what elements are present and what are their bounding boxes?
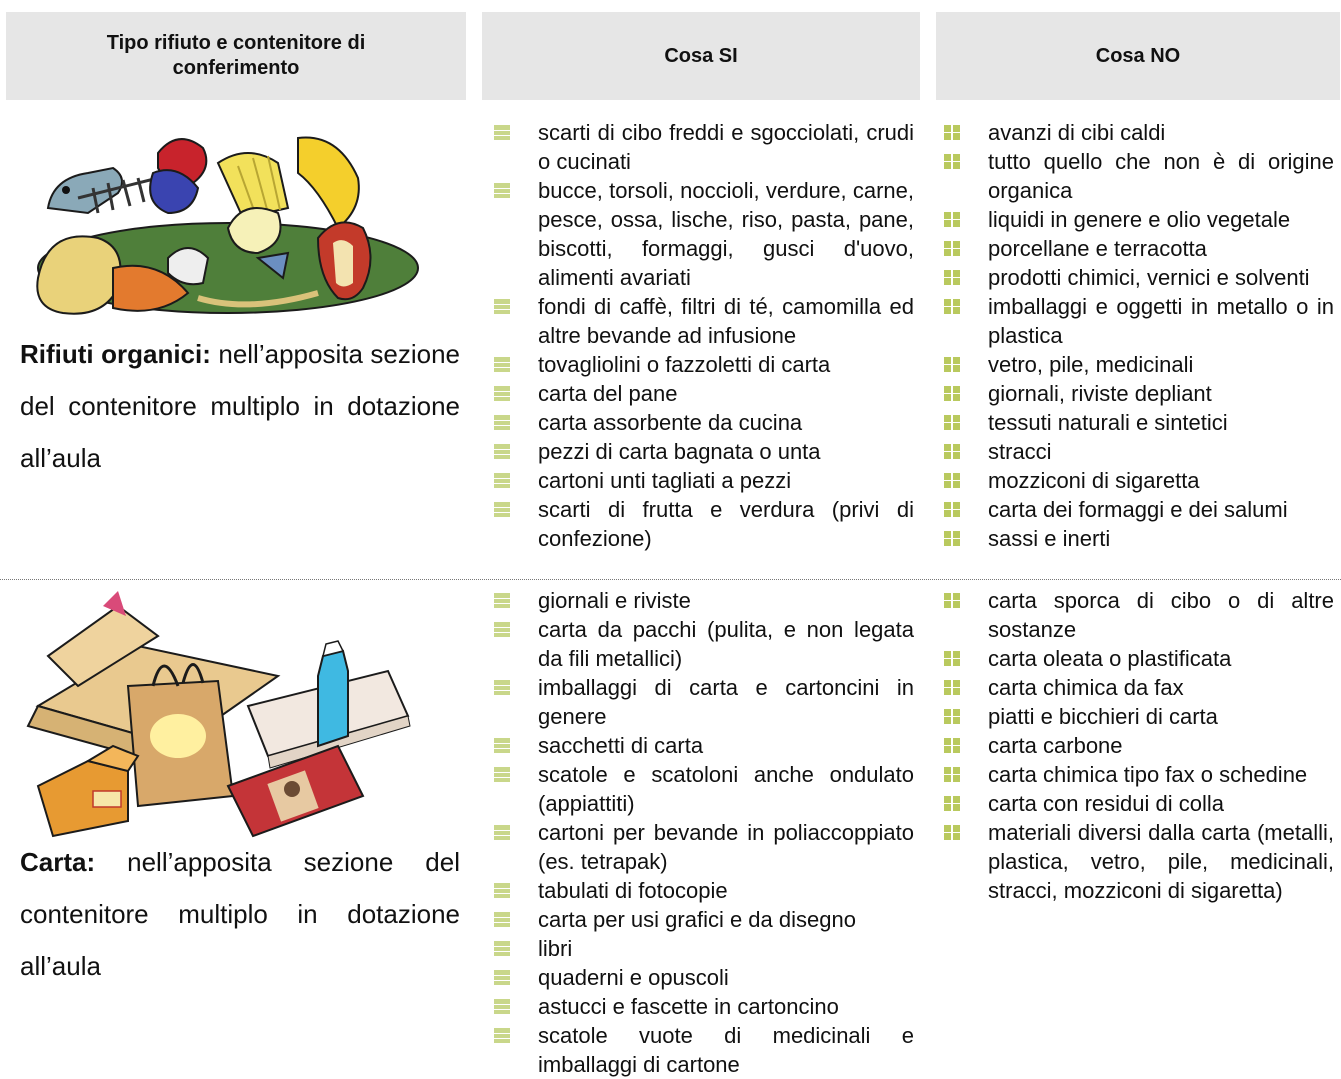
list-item: liquidi in genere e olio vegetale xyxy=(940,205,1334,234)
list-item: carta chimica tipo fax o schedine xyxy=(940,760,1334,789)
list-item: libri xyxy=(490,934,914,963)
list-item: piatti e bicchieri di carta xyxy=(940,702,1334,731)
row-separator xyxy=(0,579,1341,580)
list-item: avanzi di cibi caldi xyxy=(940,118,1334,147)
list-item: prodotti chimici, vernici e solventi xyxy=(940,263,1334,292)
list-item: sassi e inerti xyxy=(940,524,1334,553)
list-item: scarti di frutta e verdura (privi di con… xyxy=(490,495,914,553)
organic-no-list: avanzi di cibi caldi tutto quello che no… xyxy=(940,118,1334,553)
header-no: Cosa NO xyxy=(936,12,1340,100)
organic-description: Rifiuti organici: nell’apposita sezione … xyxy=(20,328,460,484)
list-item: vetro, pile, medicinali xyxy=(940,350,1334,379)
list-item: carta oleata o plastificata xyxy=(940,644,1334,673)
header-type: Tipo rifiuto e contenitore di conferimen… xyxy=(6,12,466,100)
paper-title: Carta: xyxy=(20,847,96,877)
organic-waste-icon xyxy=(18,118,428,333)
list-item: scatole vuote di medicinali e imballaggi… xyxy=(490,1021,914,1079)
list-item: cartoni per bevande in poliaccoppiato (e… xyxy=(490,818,914,876)
list-item: carta chimica da fax xyxy=(940,673,1334,702)
list-item: carta per usi grafici e da disegno xyxy=(490,905,914,934)
header-type-label: Tipo rifiuto e contenitore di conferimen… xyxy=(106,32,366,79)
paper-waste-icon xyxy=(18,586,428,841)
list-item: stracci xyxy=(940,437,1334,466)
list-item: tessuti naturali e sintetici xyxy=(940,408,1334,437)
list-item: giornali, riviste depliant xyxy=(940,379,1334,408)
list-item: carta del pane xyxy=(490,379,914,408)
list-item: carta da pacchi (pulita, e non legata da… xyxy=(490,615,914,673)
list-item: imballaggi di carta e cartoncini in gene… xyxy=(490,673,914,731)
list-item: carta dei formaggi e dei salumi xyxy=(940,495,1334,524)
organic-yes-list: scarti di cibo freddi e sgocciolati, cru… xyxy=(490,118,914,553)
list-item: pezzi di carta bagnata o unta xyxy=(490,437,914,466)
list-item: carta assorbente da cucina xyxy=(490,408,914,437)
paper-description-text: nell’apposita sezione del contenitore mu… xyxy=(20,847,460,981)
list-item: fondi di caffè, filtri di té, camomilla … xyxy=(490,292,914,350)
list-item: cartoni unti tagliati a pezzi xyxy=(490,466,914,495)
list-item: scatole e scatoloni anche ondulato (appi… xyxy=(490,760,914,818)
list-item: tabulati di fotocopie xyxy=(490,876,914,905)
list-item: porcellane e terracotta xyxy=(940,234,1334,263)
list-item: giornali e riviste xyxy=(490,586,914,615)
list-item: tutto quello che non è di origine organi… xyxy=(940,147,1334,205)
list-item: tovagliolini o fazzoletti di carta xyxy=(490,350,914,379)
header-yes-label: Cosa SI xyxy=(664,44,738,67)
list-item: carta con residui di colla xyxy=(940,789,1334,818)
paper-yes-list: giornali e riviste carta da pacchi (puli… xyxy=(490,586,914,1079)
list-item: carta carbone xyxy=(940,731,1334,760)
list-item: sacchetti di carta xyxy=(490,731,914,760)
header-yes: Cosa SI xyxy=(482,12,920,100)
list-item: quaderni e opuscoli xyxy=(490,963,914,992)
list-item: mozziconi di sigaretta xyxy=(940,466,1334,495)
paper-no-list: carta sporca di cibo o di altre sostanze… xyxy=(940,586,1334,905)
list-item: bucce, torsoli, noccioli, verdure, carne… xyxy=(490,176,914,292)
list-item: imballaggi e oggetti in metallo o in pla… xyxy=(940,292,1334,350)
list-item: carta sporca di cibo o di altre sostanze xyxy=(940,586,1334,644)
list-item: materiali diversi dalla carta (metalli, … xyxy=(940,818,1334,905)
paper-description: Carta: nell’apposita sezione del conteni… xyxy=(20,836,460,992)
header-no-label: Cosa NO xyxy=(1095,44,1181,67)
list-item: astucci e fascette in cartoncino xyxy=(490,992,914,1021)
organic-title: Rifiuti organici: xyxy=(20,339,211,369)
organic-description-text: nell’apposita sezione del contenitore mu… xyxy=(20,339,460,473)
list-item: scarti di cibo freddi e sgocciolati, cru… xyxy=(490,118,914,176)
